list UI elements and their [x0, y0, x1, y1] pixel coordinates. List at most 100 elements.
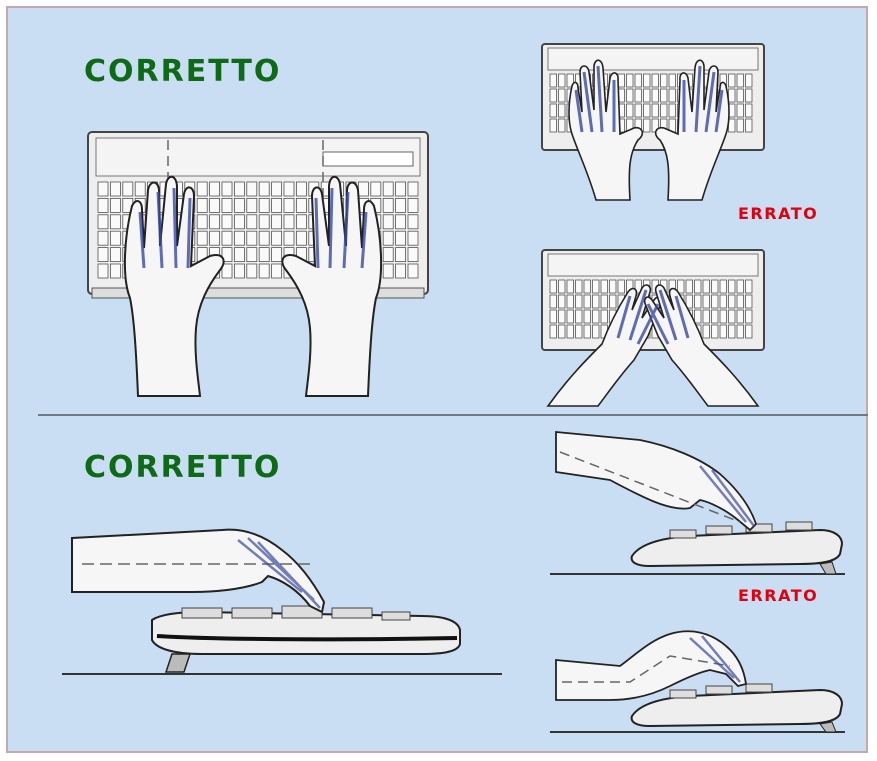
- key: [660, 88, 668, 103]
- key: [736, 88, 744, 103]
- key: [711, 279, 719, 294]
- key: [575, 294, 583, 309]
- key: [651, 88, 659, 103]
- key: [694, 309, 702, 324]
- key: [271, 214, 283, 230]
- key: [549, 103, 557, 118]
- key: [668, 73, 676, 88]
- key: [209, 214, 221, 230]
- wrong-wrist-bent-side-view: [550, 630, 845, 733]
- correct-hands-on-keyboard-top-view: [87, 131, 429, 397]
- key: [685, 294, 693, 309]
- key: [736, 294, 744, 309]
- key: [736, 118, 744, 133]
- key: [566, 279, 574, 294]
- key: [634, 88, 642, 103]
- key: [617, 279, 625, 294]
- key: [258, 181, 270, 197]
- key: [110, 214, 121, 230]
- key: [745, 294, 753, 309]
- key: [719, 324, 727, 339]
- key: [283, 214, 295, 230]
- key: [110, 230, 121, 246]
- key: [685, 279, 693, 294]
- key: [395, 247, 407, 262]
- key: [634, 103, 642, 118]
- key: [357, 181, 369, 197]
- key: [246, 198, 258, 213]
- hand-side-view-icon: [555, 431, 758, 532]
- key: [407, 230, 419, 246]
- keyboard-side-view-icon: [151, 605, 461, 673]
- key: [370, 181, 382, 197]
- key: [558, 324, 566, 339]
- key: [258, 214, 270, 230]
- key: [549, 73, 557, 88]
- key: [233, 214, 245, 230]
- key: [283, 181, 295, 197]
- key: [677, 279, 685, 294]
- key: [600, 309, 608, 324]
- key: [258, 230, 270, 246]
- key: [668, 103, 676, 118]
- key: [583, 324, 591, 339]
- key: [566, 294, 574, 309]
- illustration-panel: CORRETTO ERRA: [6, 6, 868, 753]
- key: [283, 198, 295, 213]
- key: [702, 294, 710, 309]
- key: [382, 230, 394, 246]
- key: [407, 247, 419, 262]
- key: [233, 263, 245, 279]
- key: [295, 230, 307, 246]
- key: [626, 73, 634, 88]
- key: [745, 88, 753, 103]
- key: [583, 309, 591, 324]
- key: [196, 198, 208, 213]
- key: [745, 279, 753, 294]
- key: [549, 118, 557, 133]
- key: [295, 181, 307, 197]
- hand-side-view-icon: [71, 528, 326, 614]
- key: [549, 294, 557, 309]
- key: [702, 279, 710, 294]
- key: [728, 73, 736, 88]
- key: [626, 103, 634, 118]
- key: [575, 324, 583, 339]
- key: [246, 214, 258, 230]
- key: [221, 230, 233, 246]
- key: [271, 230, 283, 246]
- key: [295, 198, 307, 213]
- key: [736, 103, 744, 118]
- section-divider: [38, 414, 868, 416]
- key: [271, 181, 283, 197]
- key: [295, 214, 307, 230]
- key: [745, 309, 753, 324]
- key: [246, 247, 258, 262]
- key: [258, 198, 270, 213]
- key: [736, 73, 744, 88]
- key: [233, 230, 245, 246]
- key: [110, 263, 121, 279]
- key: [719, 309, 727, 324]
- top-correct-label: CORRETTO: [84, 54, 282, 89]
- key: [745, 324, 753, 339]
- key: [271, 198, 283, 213]
- key: [395, 198, 407, 213]
- key: [382, 247, 394, 262]
- key: [745, 73, 753, 88]
- key: [728, 294, 736, 309]
- key: [651, 73, 659, 88]
- key: [196, 181, 208, 197]
- key: [97, 214, 109, 230]
- key: [736, 324, 744, 339]
- key: [592, 324, 600, 339]
- key: [736, 279, 744, 294]
- key: [592, 294, 600, 309]
- key: [566, 73, 574, 88]
- key: [643, 73, 651, 88]
- key: [196, 214, 208, 230]
- key: [694, 294, 702, 309]
- key: [407, 198, 419, 213]
- keyboard-side-view-icon: [630, 683, 844, 733]
- key: [134, 181, 146, 197]
